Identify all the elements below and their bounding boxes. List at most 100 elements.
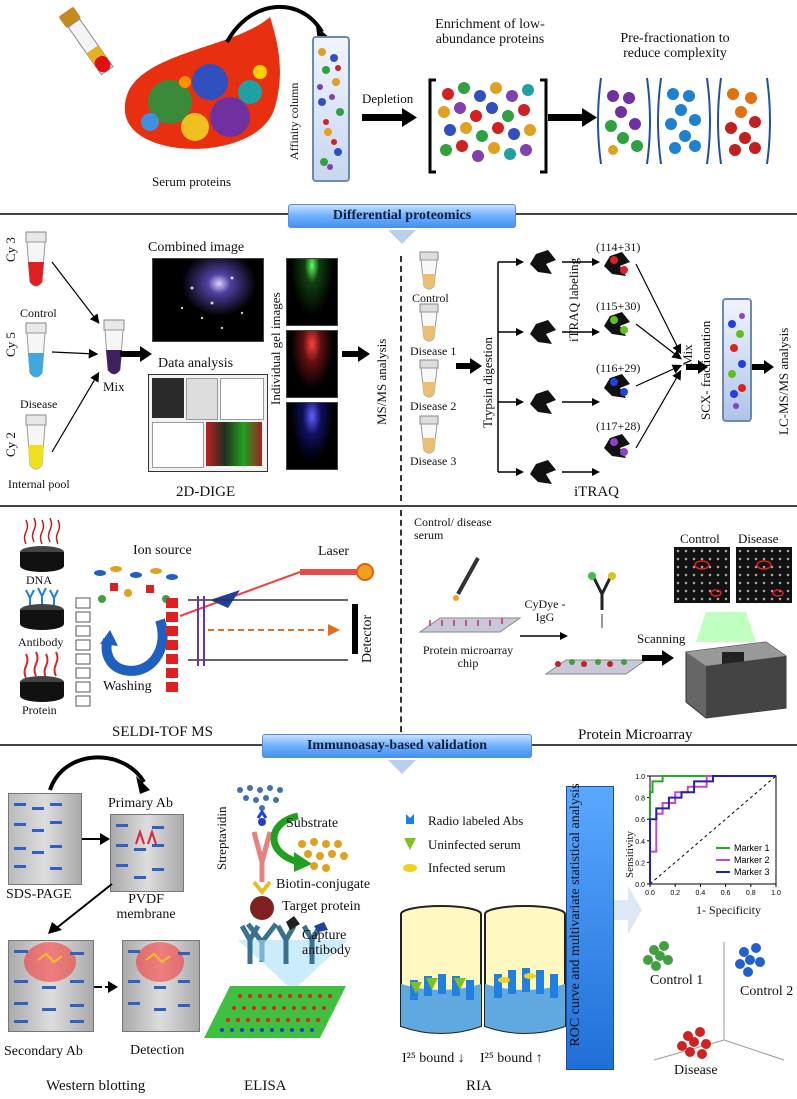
divider-seldi-microarray — [400, 510, 402, 742]
western-title: Western blotting — [46, 1078, 146, 1094]
prefraction-label: Pre-fractionation to reduce complexity — [620, 31, 730, 61]
ria-legend-radio: Radio labeled Abs — [428, 813, 524, 828]
gel-blue — [286, 402, 338, 470]
secondary-ab-label: Secondary Ab — [4, 1044, 83, 1059]
ria-legend-icons — [403, 814, 417, 872]
roc-ytick-label: 0.8 — [635, 796, 645, 803]
gel-green — [286, 258, 338, 326]
itraq-mix-arrows — [635, 263, 683, 449]
microarray-chip-icon — [418, 617, 522, 633]
serum-label: Control/ disease serum — [414, 515, 492, 542]
arrow-trypsin-icon — [456, 358, 482, 374]
roc-series-1 — [649, 775, 776, 884]
ria-legend-uninfected: Uninfected serum — [428, 837, 521, 852]
ria-tube-1-icon — [400, 905, 482, 1034]
itraq-tubes-icon — [419, 251, 439, 454]
roc-to-plots-arrow — [614, 886, 642, 934]
ria-title: RIA — [466, 1078, 492, 1094]
roc-series-3 — [649, 775, 776, 884]
fraction-groups-icon — [597, 77, 771, 165]
enrichment-beads-icon — [428, 78, 548, 174]
internal-pool-label: Internal pool — [8, 477, 70, 491]
serum-proteins-label: Serum proteins — [152, 174, 232, 189]
enrichment-label: Enrichment of low-abundance proteins — [435, 17, 545, 47]
chip-protein-icon — [20, 651, 64, 702]
ria-bound-up: I²⁵ bound ↑ — [480, 1051, 543, 1066]
serum-droplet-icon — [124, 17, 280, 149]
tag-117: (117+28) — [596, 419, 641, 433]
analysis-sub-1 — [152, 378, 184, 418]
scx-beads-icon — [728, 313, 746, 409]
arrow-pvdf-secondary-icon — [48, 883, 113, 934]
cydye-label: CyDye - IgG — [524, 597, 566, 624]
roc-diagonal — [649, 775, 777, 885]
pvdf-label: PVDF membrane — [116, 892, 176, 922]
chip-label: Protein microarray chip — [422, 643, 514, 670]
arrow-to-msms-icon — [342, 346, 370, 362]
pca-disease: Disease — [674, 1063, 718, 1078]
detector-bar — [352, 604, 358, 654]
laser-label: Laser — [318, 544, 350, 559]
roc-legend-label: Marker 2 — [734, 855, 770, 865]
cy5-label: Cy 5 — [3, 332, 18, 357]
scanning-label: Scanning — [637, 631, 686, 646]
roc-ytick-label: 0.6 — [635, 817, 645, 824]
control-label: Control — [20, 306, 57, 320]
roc-ytick-label: 1.0 — [635, 774, 645, 781]
banner-arrow-1 — [388, 230, 416, 244]
column-beads-icon — [317, 48, 344, 170]
msms-label: MS/MS analysis — [374, 338, 389, 425]
arrow-prefraction-icon — [548, 108, 597, 127]
ria-tube-2-icon — [484, 905, 566, 1034]
tag-116: (116+29) — [596, 361, 641, 375]
cy2-label: Cy 2 — [3, 432, 18, 457]
green-curved-arrow-icon — [270, 812, 312, 872]
seldi-title: SELDI-TOF MS — [112, 724, 213, 740]
tag-115: (115+30) — [596, 299, 641, 313]
roc-xtick-label: 0.4 — [696, 890, 706, 897]
divider-dige-itraq — [400, 256, 402, 501]
itraq-title: iTRAQ — [574, 484, 619, 500]
roc-xlabel: 1- Specificity — [696, 903, 761, 917]
analysis-sub-4 — [152, 422, 204, 468]
detection-bands — [128, 942, 190, 1011]
arrow-secondary-detection-icon — [94, 981, 118, 993]
disease-label: Disease — [20, 397, 58, 411]
cy3-label: Cy 3 — [3, 237, 18, 262]
itraq-control-label: Control — [412, 291, 449, 305]
labeling-arrows — [562, 258, 600, 476]
arrow-scan-icon — [642, 650, 674, 666]
arrow-to-scx-icon — [686, 360, 708, 374]
scx-column — [722, 298, 752, 422]
roc-box-label: ROC curve and multivariate statistical a… — [568, 783, 583, 1047]
tube-pool-icon — [25, 414, 47, 470]
peptide-fragments-icon — [530, 250, 556, 484]
tube-control-icon — [25, 231, 47, 287]
chip-dna-icon — [20, 517, 64, 572]
array-control-label: Control — [680, 531, 720, 546]
itraq-disease2-label: Disease 2 — [410, 399, 457, 413]
sds-page-gel — [8, 793, 82, 885]
blood-tube-icon — [59, 7, 114, 76]
flight-tube-icon — [188, 596, 348, 666]
labeled-peptides-icon — [604, 252, 630, 458]
arrow-cydye-icon — [520, 632, 568, 640]
arrow-to-analysis-icon — [120, 346, 152, 362]
secondary-bands — [14, 942, 84, 1023]
chip-antibody-icon — [20, 587, 64, 630]
itraq-disease3-label: Disease 3 — [410, 454, 457, 468]
ria-bound-down: I²⁵ bound ↓ — [402, 1051, 465, 1066]
roc-ylabel: Sensitivity — [624, 830, 636, 878]
scanner-icon — [685, 612, 787, 719]
combined-gel-image — [152, 258, 264, 342]
roc-legend-label: Marker 1 — [734, 843, 770, 853]
combined-gel-spots — [180, 276, 244, 330]
product-dots-icon — [298, 838, 348, 872]
primary-ab-label: Primary Ab — [108, 796, 173, 811]
divider-2 — [0, 505, 797, 507]
antibody-label: Antibody — [18, 635, 64, 649]
digestion-bracket — [497, 258, 524, 476]
capture-antibodies-icon — [238, 916, 348, 986]
detector-label: Detector — [360, 614, 375, 663]
tube-disease-icon — [25, 322, 47, 378]
